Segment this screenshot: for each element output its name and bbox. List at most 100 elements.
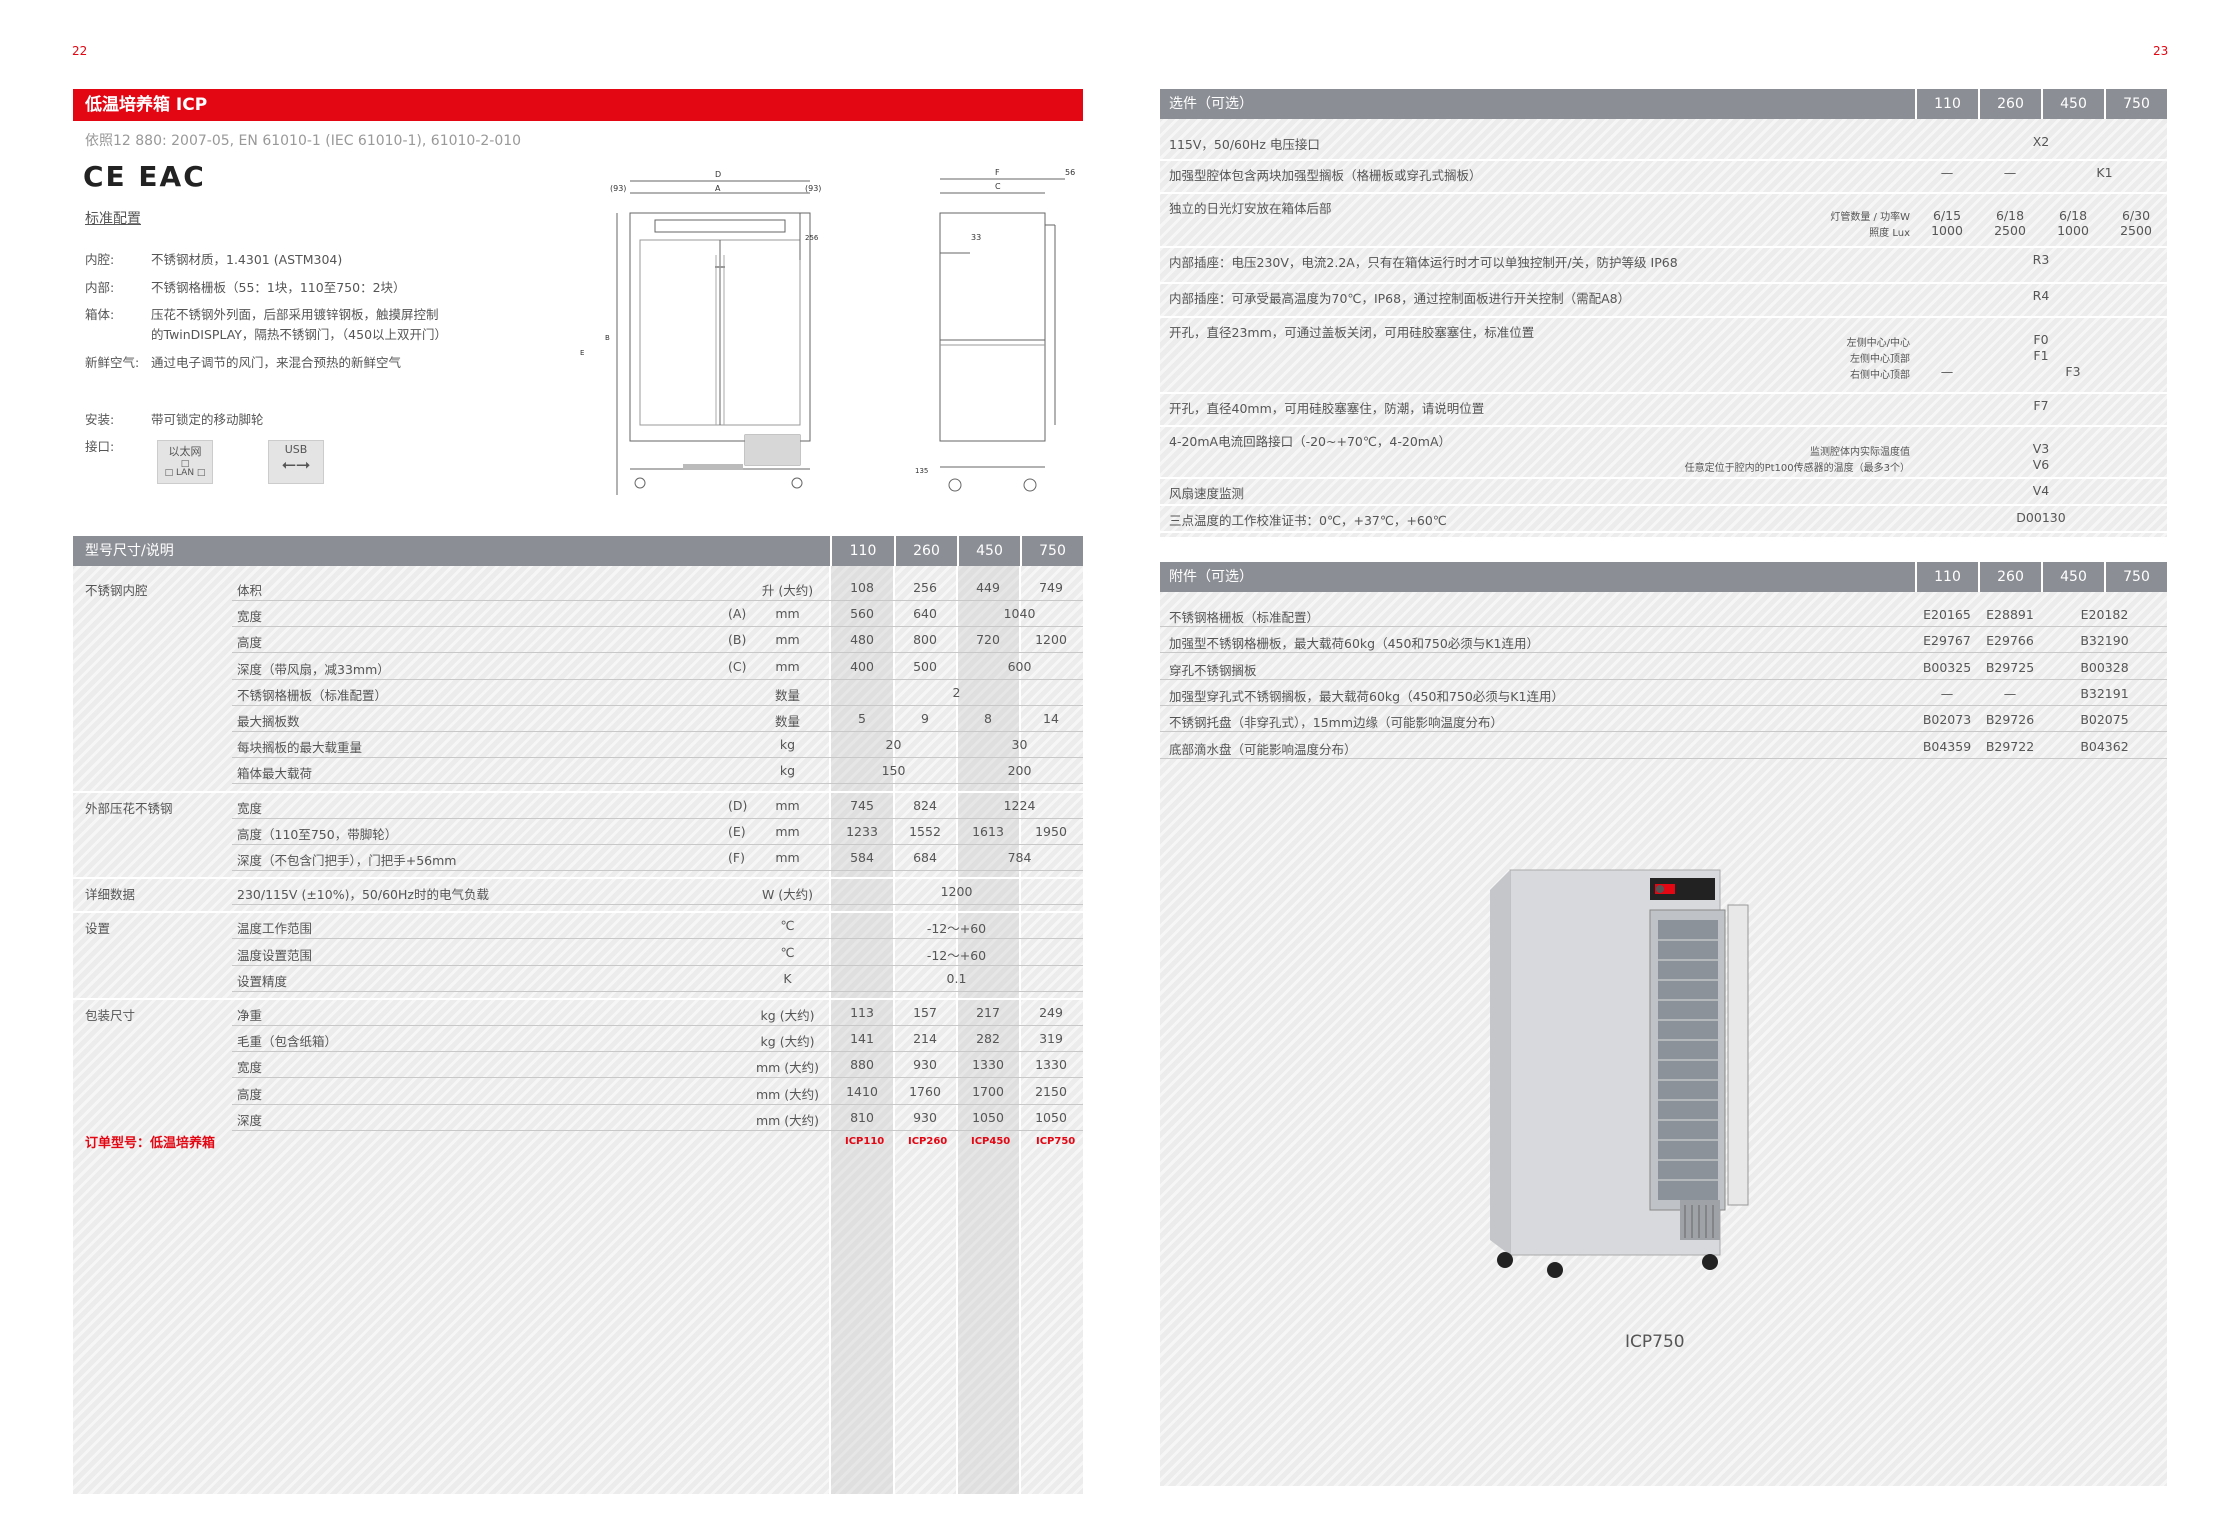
row-unit: 升 (大约) xyxy=(761,583,814,598)
row-line xyxy=(1160,731,2167,733)
row-value: 930 xyxy=(913,1109,937,1125)
dim-D: D xyxy=(715,170,721,179)
row-value: 150 xyxy=(881,763,906,779)
row-value: 217 xyxy=(976,1005,1000,1020)
group-label: 外部压花不锈钢 xyxy=(85,800,173,816)
row-value: 319 xyxy=(1039,1031,1063,1047)
row-line xyxy=(232,817,1083,819)
option-value: V3 xyxy=(2032,441,2050,456)
row-line xyxy=(1160,159,2167,161)
row-unit: mm xyxy=(775,658,800,674)
option-label: 115V，50/60Hz 电压接口 xyxy=(1169,137,1320,152)
option-value: F7 xyxy=(2033,398,2049,413)
row-label: 宽度 xyxy=(237,800,263,816)
row-line xyxy=(1160,757,2167,759)
row-label: 毛重（包含纸箱） xyxy=(237,1034,338,1050)
row-unit: mm xyxy=(775,850,800,865)
usb-icon: USB ⭠⭢ xyxy=(268,440,324,484)
row-value: 1200 xyxy=(1035,632,1067,648)
row-value: 500 xyxy=(913,658,937,674)
row-label: 深度（带风扇，减33mm） xyxy=(237,661,390,677)
row-value: 1552 xyxy=(909,823,941,839)
row-label: 不锈钢格栅板（标准配置） xyxy=(237,687,388,703)
row-line xyxy=(232,938,1083,940)
row-unit: mm xyxy=(775,823,800,839)
accessory-value: B00325 xyxy=(1922,659,1972,675)
row-value: 749 xyxy=(1039,580,1063,595)
row-label: 深度（不包含门把手），门把手+56mm xyxy=(237,853,457,868)
row-value: 200 xyxy=(1007,763,1032,779)
row-value: 720 xyxy=(976,632,1000,648)
accessory-value: — xyxy=(1940,685,1954,701)
accessory-value: E20165 xyxy=(1923,607,1971,622)
row-unit: K xyxy=(783,970,792,986)
accessory-value: B29726 xyxy=(1985,712,2035,728)
row-label: 温度工作范围 xyxy=(237,921,313,937)
row-value: 824 xyxy=(913,797,937,813)
row-unit: mm xyxy=(775,797,800,813)
row-value: 256 xyxy=(913,580,937,595)
ethernet-icon: 以太网 □ □ LAN □ xyxy=(157,440,213,484)
order-code: ICP260 xyxy=(908,1136,948,1147)
option-label: 开孔，直径23mm，可通过盖板关闭，可用硅胶塞塞住，标准位置 xyxy=(1169,325,1535,340)
dim-left: (93) xyxy=(610,184,626,193)
row-line xyxy=(232,964,1083,966)
dim-F: F xyxy=(995,168,1000,177)
row-label: 温度设置范围 xyxy=(237,947,313,963)
col-divider xyxy=(829,566,831,1494)
options-table-header: 选件（可选） 110 260 450 750 xyxy=(1160,89,2167,119)
row-value: 684 xyxy=(913,850,937,865)
row-value: 1050 xyxy=(972,1109,1004,1125)
row-line xyxy=(232,1051,1083,1053)
row-line xyxy=(232,652,1083,654)
accessory-value: B29725 xyxy=(1985,659,2035,675)
row-line xyxy=(232,704,1083,706)
row-label: 体积 xyxy=(237,583,263,598)
row-value: 1233 xyxy=(846,823,878,839)
row-value: 214 xyxy=(913,1031,937,1047)
option-label: 内部插座：可承受最高温度为70℃，IP68，通过控制面板进行开关控制（需配A8） xyxy=(1169,291,1631,306)
option-value: 1000 xyxy=(2057,223,2089,238)
option-sub: 灯管数量 / 功率W xyxy=(1830,212,1910,223)
option-value: F3 xyxy=(2065,364,2081,379)
row-line xyxy=(1160,626,2167,627)
row-value: -12～+60 xyxy=(926,947,987,963)
row-label: 净重 xyxy=(237,1008,263,1023)
product-title: 低温培养箱 ICP xyxy=(73,89,1083,121)
accessory-label: 不锈钢格栅板（标准配置） xyxy=(1169,610,1320,625)
row-value: 1224 xyxy=(1003,797,1036,813)
row-value: 141 xyxy=(850,1031,874,1047)
page-number-left: 22 xyxy=(72,44,88,58)
accessory-value: B32191 xyxy=(2080,685,2129,701)
accessory-value: E20182 xyxy=(2080,607,2129,622)
row-value: 14 xyxy=(1043,711,1059,726)
dim-56: 56 xyxy=(1065,168,1075,177)
row-unit: kg (大约) xyxy=(760,1034,815,1050)
dim-E: E xyxy=(580,349,584,357)
option-label: 加强型腔体包含两块加强型搁板（格栅板或穿孔式搁板） xyxy=(1169,168,1482,183)
group-label: 设置 xyxy=(85,921,111,937)
row-line xyxy=(1160,531,2167,533)
row-value: 108 xyxy=(850,580,874,595)
row-label: 箱体最大载荷 xyxy=(237,766,313,782)
row-value: 1613 xyxy=(972,823,1004,839)
row-unit: mm xyxy=(775,632,800,648)
accessory-label: 穿孔不锈钢搁板 xyxy=(1169,662,1257,678)
accessory-value: B00328 xyxy=(2080,659,2129,675)
row-unit: mm (大约) xyxy=(755,1060,820,1076)
accessory-value: E29766 xyxy=(1986,633,2034,649)
option-sub: 监测腔体内实际温度值 xyxy=(1810,447,1910,458)
row-line xyxy=(1160,316,2167,318)
option-value: — xyxy=(1940,165,1954,180)
row-value: 1050 xyxy=(1035,1109,1067,1125)
row-line xyxy=(232,757,1083,759)
option-value: 6/15 xyxy=(1932,208,1962,223)
order-code: ICP750 xyxy=(1036,1136,1076,1147)
group-separator xyxy=(73,790,1083,793)
dim-A: A xyxy=(715,184,721,193)
order-label: 订单型号：低温培养箱 xyxy=(85,1136,216,1151)
product-photo xyxy=(1490,869,1749,1278)
accessory-value: B04359 xyxy=(1922,738,1972,754)
group-label: 详细数据 xyxy=(85,887,136,903)
accessory-value: E29767 xyxy=(1923,633,1971,649)
